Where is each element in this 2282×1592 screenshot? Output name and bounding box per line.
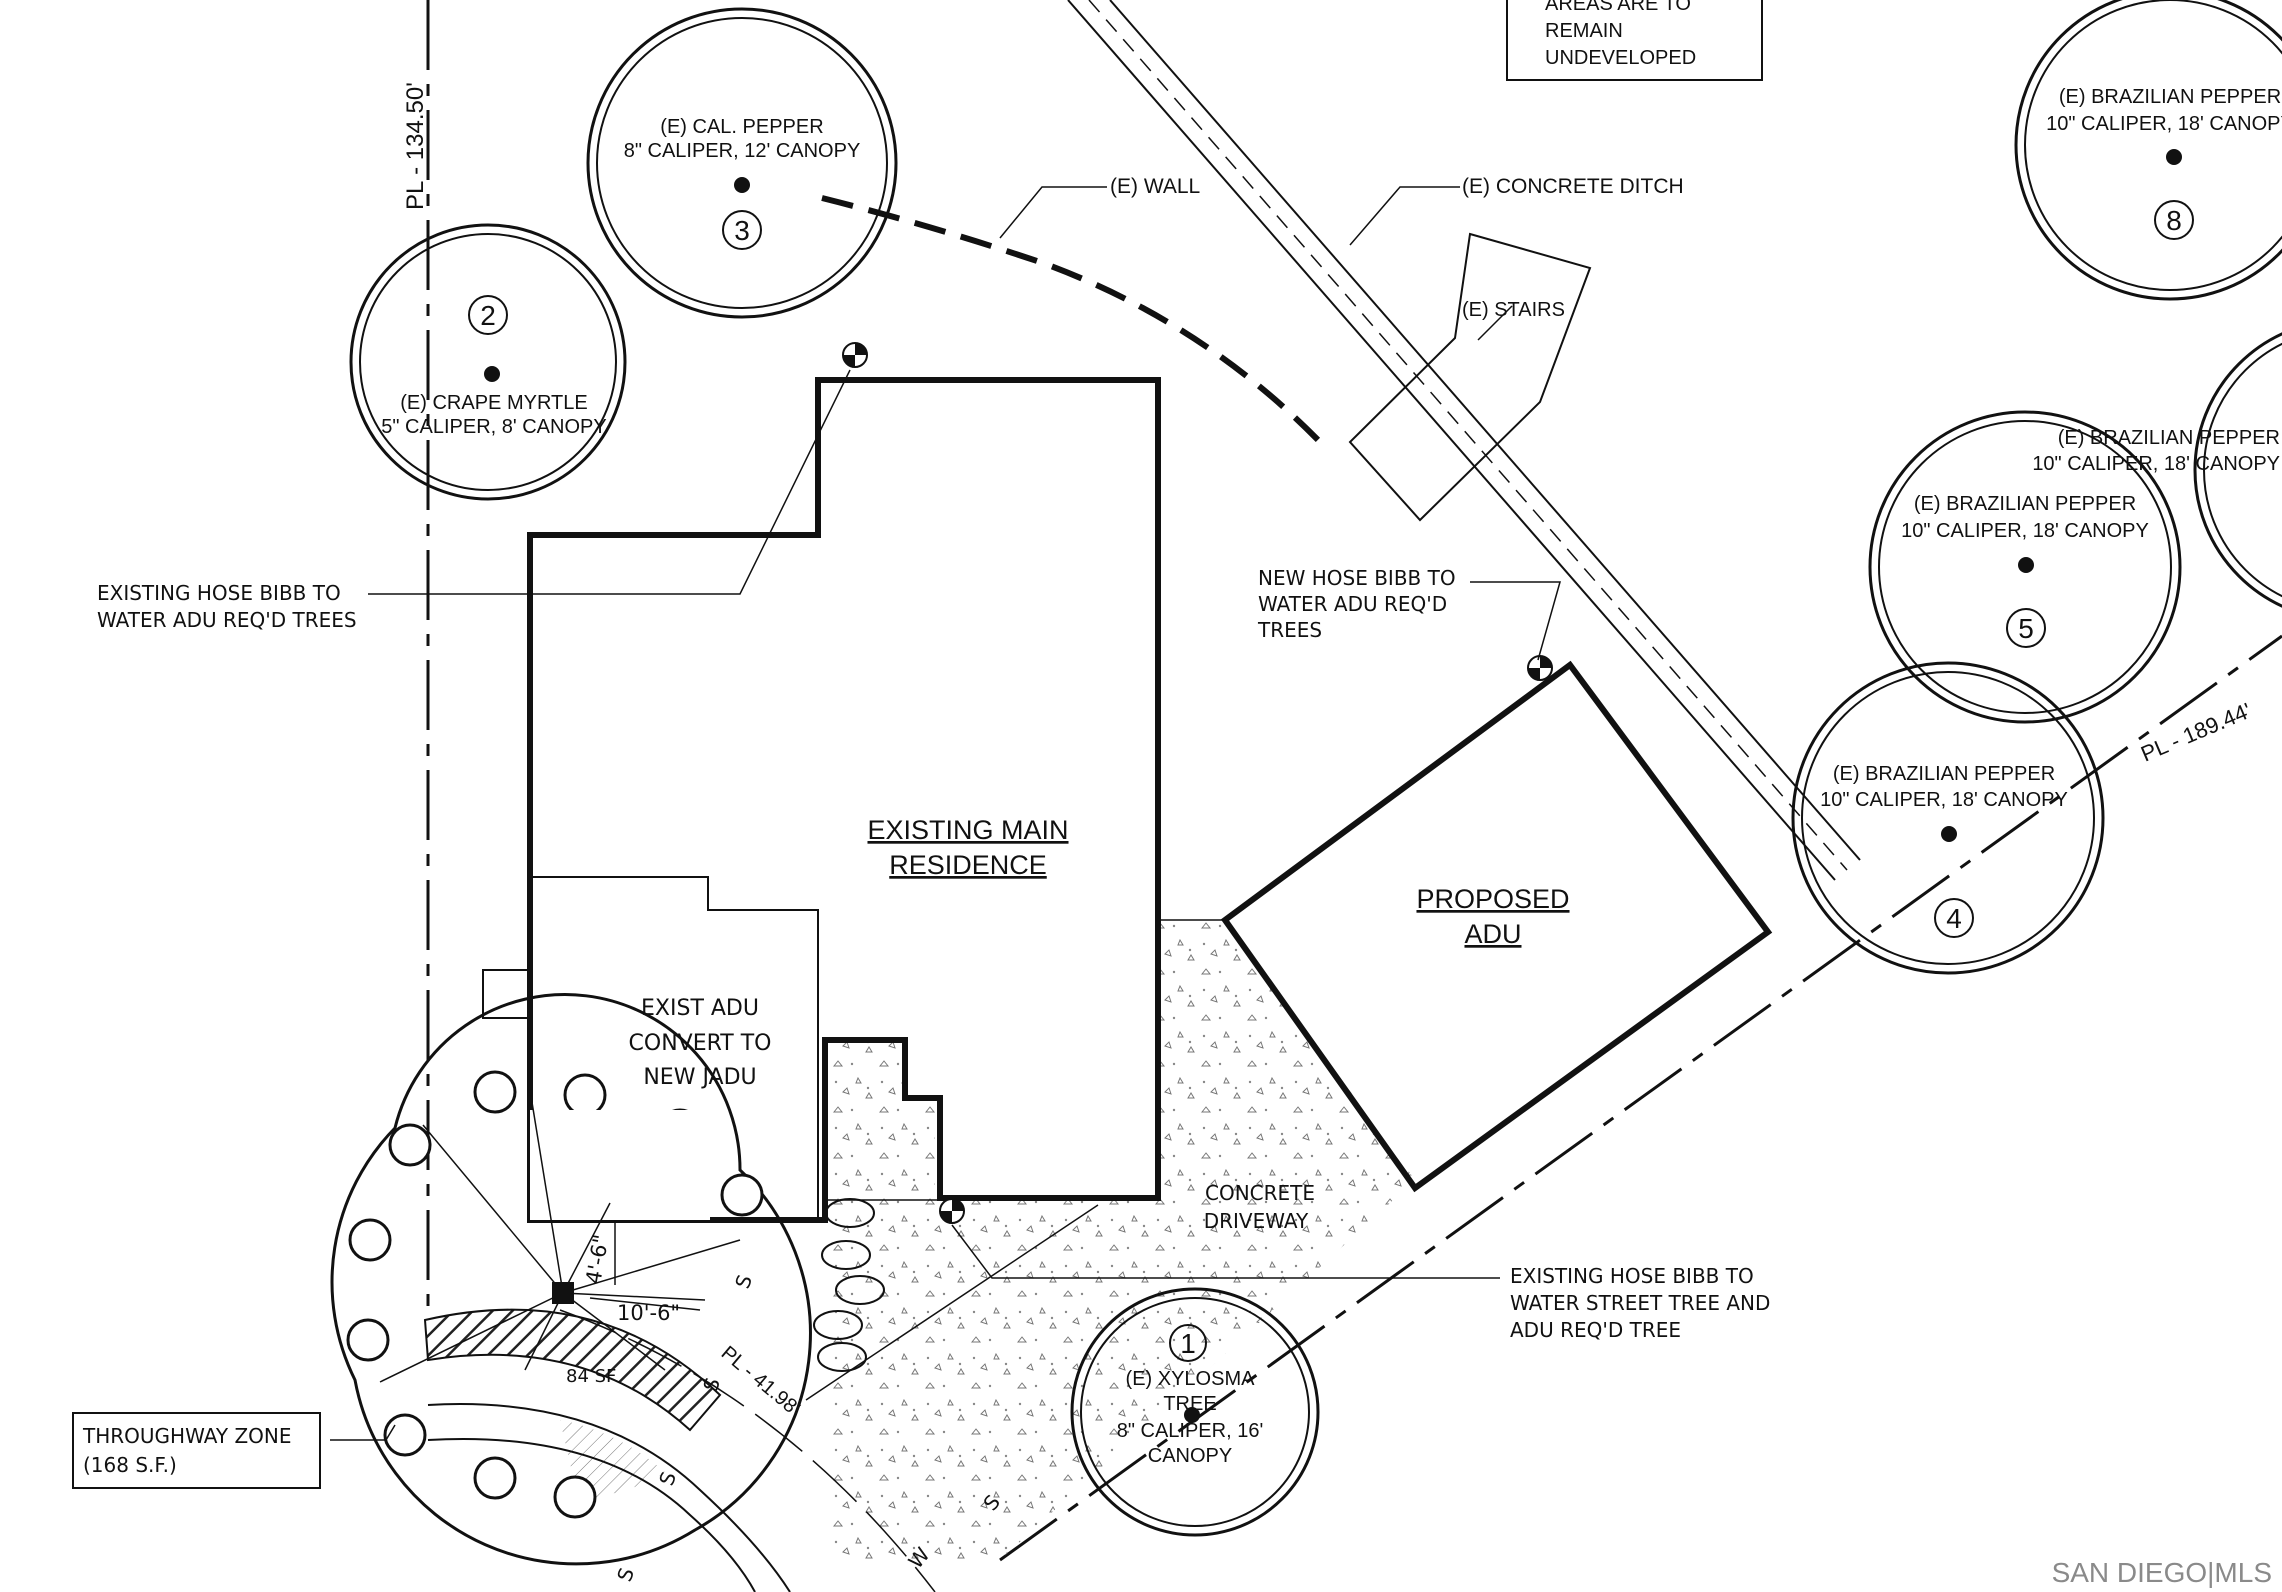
svg-text:THROUGHWAY ZONE: THROUGHWAY ZONE bbox=[82, 1424, 292, 1448]
svg-text:AREAS ARE TO: AREAS ARE TO bbox=[1545, 0, 1691, 15]
svg-text:4: 4 bbox=[1946, 903, 1962, 934]
jadu-label-1: EXIST ADU bbox=[641, 996, 759, 1021]
hose-note-existing-adu: EXISTING HOSE BIBB TO WATER ADU REQ'D TR… bbox=[97, 581, 357, 632]
driveway-label-2: DRIVEWAY bbox=[1204, 1209, 1309, 1233]
jadu-bump-out bbox=[482, 969, 531, 1019]
adu-label-1: PROPOSED bbox=[1416, 884, 1569, 914]
jadu-label-2: CONVERT TO bbox=[629, 1031, 772, 1056]
svg-text:(E) CRAPE MYRTLE: (E) CRAPE MYRTLE bbox=[400, 392, 587, 414]
hose-bibb-icon bbox=[1527, 655, 1553, 681]
svg-text:(E) XYLOSMA: (E) XYLOSMA bbox=[1126, 1368, 1256, 1390]
adu-label-2: ADU bbox=[1464, 919, 1521, 949]
svg-text:TREE: TREE bbox=[1163, 1393, 1216, 1415]
pl-east-label: PL - 189.44' bbox=[2137, 698, 2255, 767]
tree-unnumbered: (E) BRAZILIAN PEPPER 10" CALIPER, 18' CA… bbox=[2032, 332, 2282, 608]
svg-text:10" CALIPER, 18' CANOPY: 10" CALIPER, 18' CANOPY bbox=[1901, 520, 2149, 542]
wall-label: (E) WALL bbox=[1110, 175, 1200, 198]
jadu-outline bbox=[532, 876, 819, 1220]
sidewalk-area: S S S S W S bbox=[423, 1272, 1005, 1592]
svg-text:2: 2 bbox=[480, 300, 496, 331]
svg-text:8" CALIPER, 16': 8" CALIPER, 16' bbox=[1117, 1420, 1264, 1442]
watermark: SAN DIEGO|MLS bbox=[2052, 1557, 2272, 1588]
svg-text:S: S bbox=[612, 1565, 639, 1585]
svg-text:8: 8 bbox=[2166, 205, 2182, 236]
svg-text:ADU REQ'D TREE: ADU REQ'D TREE bbox=[1510, 1318, 1681, 1342]
proposed-adu bbox=[1220, 660, 1773, 1193]
svg-text:WATER STREET TREE AND: WATER STREET TREE AND bbox=[1510, 1291, 1770, 1315]
main-residence-label-2: RESIDENCE bbox=[889, 850, 1047, 880]
dim-10-6: 10'-6" bbox=[617, 1301, 680, 1325]
ditch-label: (E) CONCRETE DITCH bbox=[1462, 175, 1684, 198]
svg-text:(E) BRAZILIAN PEPPER: (E) BRAZILIAN PEPPER bbox=[1914, 493, 2136, 515]
undeveloped-note: AREAS ARE TO REMAIN UNDEVELOPED bbox=[1506, 0, 1763, 81]
tree-3: (E) CAL. PEPPER 8" CALIPER, 12' CANOPY 3 bbox=[586, 7, 898, 319]
svg-text:WATER ADU REQ'D: WATER ADU REQ'D bbox=[1258, 592, 1447, 616]
svg-text:NEW HOSE BIBB TO: NEW HOSE BIBB TO bbox=[1258, 566, 1456, 590]
existing-main-residence bbox=[527, 377, 1161, 1223]
svg-text:1: 1 bbox=[1180, 1328, 1196, 1359]
concrete-ditch bbox=[1067, 0, 1861, 881]
svg-text:(E) BRAZILIAN PEPPER: (E) BRAZILIAN PEPPER bbox=[2058, 427, 2280, 449]
svg-text:10" CALIPER, 18' CANOPY: 10" CALIPER, 18' CANOPY bbox=[1820, 789, 2068, 811]
driveway-edge bbox=[805, 1204, 1099, 1401]
tree-1: 1 (E) XYLOSMA TREE 8" CALIPER, 16' CANOP… bbox=[1070, 1287, 1320, 1537]
svg-text:10" CALIPER, 18' CANOPY: 10" CALIPER, 18' CANOPY bbox=[2046, 113, 2282, 135]
leader-lines bbox=[330, 186, 1561, 1441]
svg-text:UNDEVELOPED: UNDEVELOPED bbox=[1545, 47, 1696, 69]
street-tree-trunk bbox=[552, 1282, 574, 1304]
svg-text:REMAIN: REMAIN bbox=[1545, 20, 1623, 42]
concrete-driveway bbox=[828, 920, 1415, 1560]
main-residence-label-1: EXISTING MAIN bbox=[867, 815, 1068, 845]
street-tree-canopy bbox=[330, 993, 812, 1566]
svg-text:(E) CAL. PEPPER: (E) CAL. PEPPER bbox=[660, 116, 823, 138]
existing-stairs bbox=[1348, 232, 1592, 522]
hose-note-existing-street: EXISTING HOSE BIBB TO WATER STREET TREE … bbox=[1510, 1264, 1770, 1342]
pl-south-label: PL - 41.98' bbox=[717, 1342, 804, 1420]
hose-bibb-icon bbox=[842, 342, 868, 368]
sidewalk-hatched-strip bbox=[423, 1308, 722, 1432]
tree-8: (E) BRAZILIAN PEPPER 10" CALIPER, 18' CA… bbox=[2014, 0, 2282, 301]
pl-west-label: PL - 134.50' bbox=[402, 82, 429, 210]
hose-bibb-icon bbox=[939, 1198, 965, 1224]
svg-text:5" CALIPER, 8' CANOPY: 5" CALIPER, 8' CANOPY bbox=[381, 416, 606, 438]
svg-text:8" CALIPER, 12' CANOPY: 8" CALIPER, 12' CANOPY bbox=[624, 140, 861, 162]
svg-text:EXISTING HOSE BIBB TO: EXISTING HOSE BIBB TO bbox=[97, 581, 341, 605]
existing-wall bbox=[821, 195, 1321, 443]
svg-text:S: S bbox=[730, 1272, 757, 1292]
dim-4-6: 4'-6" bbox=[581, 1233, 613, 1286]
svg-text:TREES: TREES bbox=[1257, 618, 1322, 642]
svg-text:5: 5 bbox=[2018, 613, 2034, 644]
svg-text:S: S bbox=[654, 1469, 681, 1489]
svg-text:10" CALIPER, 18' CANOPY: 10" CALIPER, 18' CANOPY bbox=[2032, 453, 2280, 475]
tree-2: 2 (E) CRAPE MYRTLE 5" CALIPER, 8' CANOPY bbox=[349, 223, 627, 501]
svg-text:WATER ADU REQ'D TREES: WATER ADU REQ'D TREES bbox=[97, 608, 357, 632]
jadu-label-3: NEW JADU bbox=[643, 1065, 756, 1090]
svg-text:(E) BRAZILIAN PEPPER: (E) BRAZILIAN PEPPER bbox=[1833, 763, 2055, 785]
tree-4: (E) BRAZILIAN PEPPER 10" CALIPER, 18' CA… bbox=[1791, 661, 2105, 975]
area-84sf: 84 SF bbox=[566, 1366, 616, 1387]
pl-east-label-group: PL - 189.44' bbox=[2134, 698, 2255, 769]
driveway-label-1: CONCRETE bbox=[1205, 1181, 1315, 1205]
tree-5: (E) BRAZILIAN PEPPER 10" CALIPER, 18' CA… bbox=[1868, 410, 2182, 724]
east-property-line bbox=[999, 634, 2282, 1562]
svg-text:(E) BRAZILIAN PEPPER: (E) BRAZILIAN PEPPER bbox=[2059, 86, 2281, 108]
svg-text:3: 3 bbox=[734, 215, 750, 246]
hose-note-new: NEW HOSE BIBB TO WATER ADU REQ'D TREES bbox=[1257, 566, 1456, 642]
stairs-label: (E) STAIRS bbox=[1462, 299, 1565, 321]
throughway-note: THROUGHWAY ZONE (168 S.F.) bbox=[72, 1412, 321, 1489]
hose-bibb-icons bbox=[842, 342, 1553, 1224]
paving-strip bbox=[825, 1040, 935, 1200]
dimension-lines bbox=[379, 1089, 741, 1383]
svg-text:EXISTING HOSE BIBB TO: EXISTING HOSE BIBB TO bbox=[1510, 1264, 1754, 1288]
svg-text:CANOPY: CANOPY bbox=[1148, 1445, 1232, 1467]
svg-text:(168 S.F.): (168 S.F.) bbox=[83, 1453, 177, 1477]
